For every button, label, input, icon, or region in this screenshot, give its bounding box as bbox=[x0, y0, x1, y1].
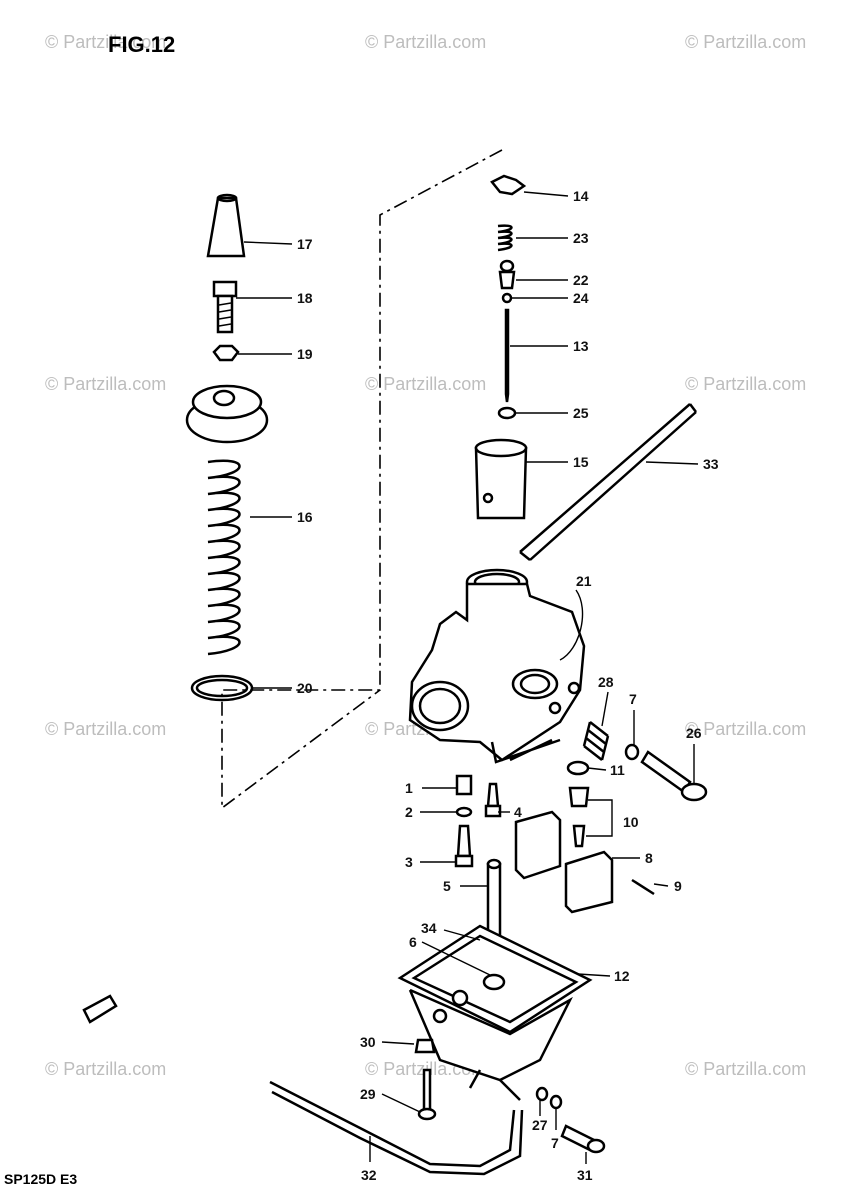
float-part bbox=[514, 810, 562, 880]
part-label-24: 24 bbox=[573, 290, 589, 306]
figure-title: FIG.12 bbox=[108, 32, 175, 57]
model-code: SP125D E3 bbox=[4, 1171, 77, 1187]
drain-plug-part bbox=[414, 1038, 436, 1054]
carb-top-cap-boss bbox=[212, 389, 236, 407]
idle-screw-spring-part bbox=[582, 721, 610, 761]
part-label-14: 14 bbox=[573, 188, 589, 204]
part-label-15: 15 bbox=[573, 454, 589, 470]
part-label-13: 13 bbox=[573, 338, 589, 354]
part-label-7b: 7 bbox=[551, 1135, 559, 1151]
float-pin-small-part bbox=[631, 878, 655, 896]
float-chamber-part bbox=[397, 924, 593, 1101]
watermark: © Partzilla.com bbox=[685, 1059, 806, 1079]
arrow-icon bbox=[82, 994, 118, 1024]
needle-valve-seat-part bbox=[568, 786, 590, 808]
adjuster-threads bbox=[218, 302, 232, 327]
part-label-5: 5 bbox=[443, 878, 451, 894]
part-label-26: 26 bbox=[686, 725, 702, 741]
drain-gasket-part bbox=[535, 1086, 549, 1102]
needle-holder-part bbox=[498, 270, 516, 290]
watermark: © Partzilla.com bbox=[45, 1059, 166, 1079]
o-ring-small-part-2 bbox=[549, 1094, 563, 1110]
lock-nut-part bbox=[212, 344, 240, 362]
part-label-25: 25 bbox=[573, 405, 589, 421]
carburetor-body-part bbox=[408, 568, 586, 764]
needle-spring-part bbox=[497, 224, 513, 252]
part-label-6: 6 bbox=[409, 934, 417, 950]
part-label-31: 31 bbox=[577, 1167, 593, 1183]
throttle-valve-top bbox=[474, 438, 528, 458]
throttle-valve-part bbox=[474, 446, 528, 520]
main-jet-head bbox=[484, 804, 502, 818]
assembly-guide-line bbox=[221, 149, 503, 810]
needle-jet-part bbox=[456, 824, 472, 858]
retainer-plate-part bbox=[490, 174, 527, 196]
part-label-22: 22 bbox=[573, 272, 589, 288]
idle-screw-part bbox=[640, 750, 692, 794]
gasket-part bbox=[566, 760, 590, 776]
part-label-3: 3 bbox=[405, 854, 413, 870]
vent-hose-part bbox=[519, 403, 697, 561]
part-label-32: 32 bbox=[361, 1167, 377, 1183]
cable-adjuster-head bbox=[212, 280, 238, 298]
float-pin-top bbox=[486, 858, 502, 870]
watermark: © Partzilla.com bbox=[365, 32, 486, 52]
watermark: © Partzilla.com bbox=[45, 32, 166, 52]
watermark: © Partzilla.com bbox=[365, 374, 486, 394]
part-label-7: 7 bbox=[629, 691, 637, 707]
watermark: © Partzilla.com bbox=[685, 719, 806, 739]
jet-needle-part bbox=[504, 308, 510, 403]
part-label-23: 23 bbox=[573, 230, 589, 246]
e-clip-part bbox=[501, 292, 513, 304]
watermark: © Partzilla.com bbox=[685, 374, 806, 394]
float-part-2 bbox=[564, 850, 614, 914]
part-label-28: 28 bbox=[598, 674, 614, 690]
needle-washer-part bbox=[497, 406, 517, 420]
part-label-10: 10 bbox=[623, 814, 639, 830]
cable-boot-part bbox=[206, 196, 246, 258]
part-label-4: 4 bbox=[514, 804, 522, 820]
watermark: © Partzilla.com bbox=[45, 374, 166, 394]
part-label-16: 16 bbox=[297, 509, 313, 525]
washer-part bbox=[455, 806, 473, 818]
part-label-21: 21 bbox=[576, 573, 592, 589]
o-ring-inner bbox=[195, 678, 249, 698]
part-label-29: 29 bbox=[360, 1086, 376, 1102]
cable-boot-top bbox=[216, 193, 238, 203]
part-label-2: 2 bbox=[405, 804, 413, 820]
part-label-1: 1 bbox=[405, 780, 413, 796]
part-label-34: 34 bbox=[421, 920, 437, 936]
watermark: © Partzilla.com bbox=[685, 32, 806, 52]
idle-screw-head bbox=[680, 782, 708, 802]
watermark: © Partzilla.com bbox=[45, 719, 166, 739]
part-label-9: 9 bbox=[674, 878, 682, 894]
part-label-12: 12 bbox=[614, 968, 630, 984]
float-pin-part bbox=[486, 862, 502, 942]
needle-valve-part bbox=[572, 824, 586, 848]
drain-hose-part bbox=[269, 1080, 524, 1176]
throttle-spring-part bbox=[207, 459, 241, 656]
chamber-screw-head bbox=[417, 1107, 437, 1121]
part-label-18: 18 bbox=[297, 290, 313, 306]
needle-holder-top bbox=[499, 259, 515, 273]
main-jet-part bbox=[486, 782, 500, 808]
part-label-19: 19 bbox=[297, 346, 313, 362]
pilot-jet-part bbox=[455, 774, 473, 796]
chamber-screw-part bbox=[422, 1068, 432, 1112]
part-label-11: 11 bbox=[610, 762, 625, 778]
cable-adjuster-thread bbox=[216, 294, 234, 334]
part-label-27: 27 bbox=[532, 1117, 548, 1133]
o-ring-small-part bbox=[624, 743, 640, 761]
part-label-33: 33 bbox=[703, 456, 719, 472]
part-label-8: 8 bbox=[645, 850, 653, 866]
part-label-30: 30 bbox=[360, 1034, 376, 1050]
drain-screw-head bbox=[586, 1138, 606, 1154]
part-label-20: 20 bbox=[297, 680, 313, 696]
leader-lines bbox=[236, 191, 699, 1164]
part-labels: 14 23 22 24 13 25 15 33 17 18 19 16 20 2… bbox=[297, 188, 719, 1183]
needle-jet-head bbox=[454, 854, 474, 868]
part-label-17: 17 bbox=[297, 236, 313, 252]
throttle-valve-hole bbox=[482, 492, 494, 504]
